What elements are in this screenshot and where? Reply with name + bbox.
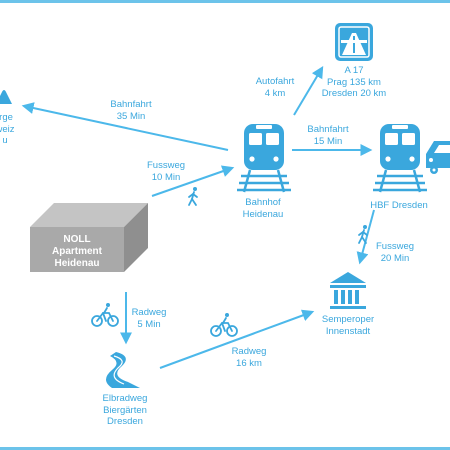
semperoper-label: Semperoper Innenstadt xyxy=(321,314,375,337)
route-radweg-elbe: Radweg 5 Min xyxy=(131,307,167,330)
route-bahnfahrt-hbf: Bahnfahrt 15 Min xyxy=(307,124,349,147)
bahnhof-heidenau-label: Bahnhof Heidenau xyxy=(242,197,284,220)
bicycle-icon xyxy=(91,303,119,327)
arrow-bahnhof-to-a17 xyxy=(293,65,324,116)
arrow-elbradweg-to-semperoper xyxy=(159,309,315,369)
route-autofahrt: Autofahrt 4 km xyxy=(255,76,295,99)
walker-icon xyxy=(188,187,198,206)
arrow-bahnhof-to-left xyxy=(21,102,229,151)
left-partial-label: irge weiz u xyxy=(0,112,15,146)
walker-icon xyxy=(358,225,368,244)
route-fussweg-semper: Fussweg 20 Min xyxy=(375,241,415,264)
bottom-border xyxy=(0,447,450,450)
top-border xyxy=(0,0,450,3)
arrow-apartment-to-bahnhof xyxy=(151,165,235,197)
route-fussweg-bahnhof: Fussweg 10 Min xyxy=(146,160,186,183)
route-bahnfahrt-left: Bahnfahrt 35 Min xyxy=(110,99,152,122)
river-icon xyxy=(106,352,140,388)
train-icon xyxy=(373,124,427,193)
opera-house-icon xyxy=(330,272,366,309)
train-icon xyxy=(237,124,291,193)
building-box xyxy=(30,203,148,272)
mountain-icon xyxy=(0,90,12,104)
a17-label: A 17 Prag 135 km Dresden 20 km xyxy=(321,65,387,99)
hbf-dresden-label: HBF Dresden xyxy=(370,200,428,211)
bicycle-icon xyxy=(210,313,238,337)
apartment-label: NOLL Apartment Heidenau xyxy=(51,234,103,269)
route-radweg-semper: Radweg 16 km xyxy=(231,346,267,369)
arrow-hbf-to-semperoper xyxy=(356,209,375,265)
elbradweg-label: Elbradweg Biergärten Dresden xyxy=(102,393,148,427)
car-icon xyxy=(426,141,450,174)
highway-icon xyxy=(335,23,373,61)
